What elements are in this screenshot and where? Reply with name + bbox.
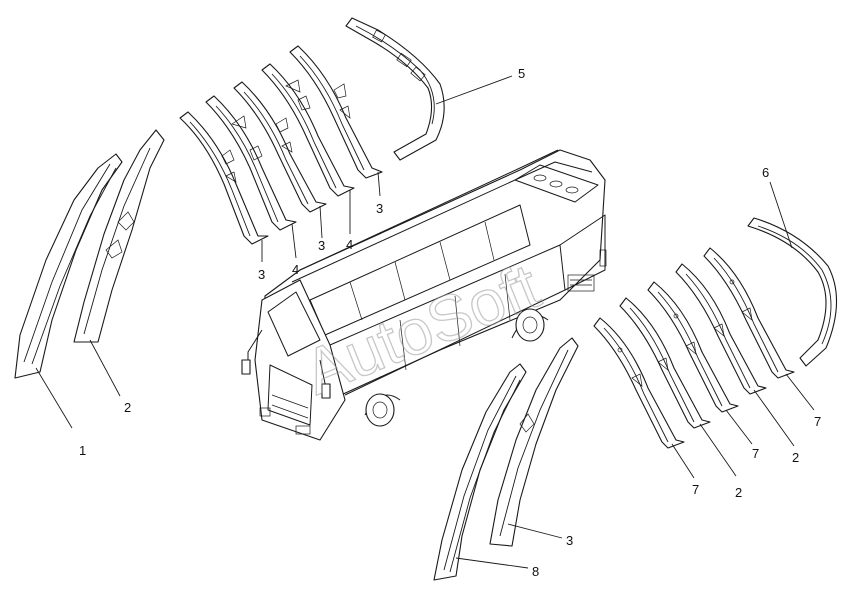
part-4-arch-trim-a: [205, 95, 297, 231]
bus-illustration: [241, 149, 607, 441]
leader-lines: [35, 75, 815, 569]
callout-3: 3: [566, 533, 573, 548]
part-3-arch-trim-c: [289, 45, 383, 179]
part-5-curved-rail: [345, 17, 445, 161]
part-7-arch-trim-b: [647, 281, 739, 413]
callout-3: 3: [376, 201, 383, 216]
callout-2: 2: [735, 485, 742, 500]
callout-7: 7: [752, 446, 759, 461]
part-1-trim-pillar: [14, 153, 123, 379]
callout-7: 7: [692, 482, 699, 497]
callout-3: 3: [258, 267, 265, 282]
callout-8: 8: [532, 564, 539, 579]
part-8-trim-pillar: [433, 363, 527, 581]
callout-7: 7: [814, 414, 821, 429]
callout-3: 3: [318, 238, 325, 253]
callout-6: 6: [762, 165, 769, 180]
part-3-trim-pillar: [489, 337, 579, 547]
part-7-arch-trim-a: [593, 317, 685, 449]
part-4-arch-trim-b: [261, 63, 355, 197]
part-2-arch-trim-b: [675, 263, 767, 395]
callout-4: 4: [292, 262, 299, 277]
part-2-arch-trim-a: [619, 297, 711, 429]
callout-labels: 1 2 3 4 3 4 3 5 6 7 2 7 2 7 3 8: [79, 66, 821, 579]
part-2-trim-pillar: [73, 129, 165, 343]
callout-5: 5: [518, 66, 525, 81]
part-7-arch-trim-c: [703, 247, 795, 379]
part-3-arch-trim-a: [179, 111, 269, 245]
part-3-arch-trim-b: [233, 81, 327, 213]
part-6-curved-rail: [747, 217, 838, 367]
callout-1: 1: [79, 443, 86, 458]
callout-2: 2: [792, 450, 799, 465]
callout-4: 4: [346, 237, 353, 252]
callout-2: 2: [124, 400, 131, 415]
